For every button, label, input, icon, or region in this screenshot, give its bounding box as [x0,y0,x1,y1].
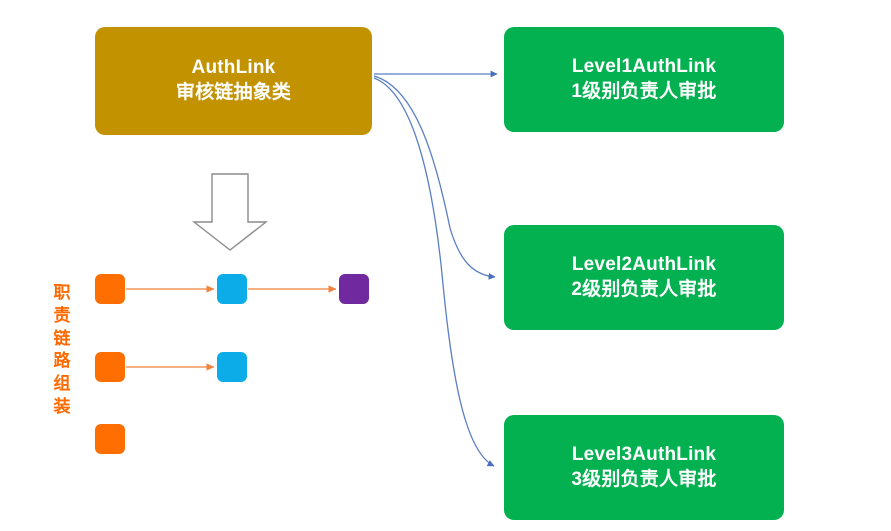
node-level2-title-en: Level2AuthLink [571,253,717,275]
chain-row3-node-orange[interactable] [95,424,125,454]
chain-row2-node-orange[interactable] [95,352,125,382]
node-level3-title-en: Level3AuthLink [571,443,717,465]
chain-row1-node-purple[interactable] [339,274,369,304]
node-level3-title-cn: 3级别负责人审批 [571,468,717,490]
connector-to-level2 [373,75,496,280]
node-authlink-title-cn: 审核链抽象类 [175,82,292,103]
chain-label-char-3: 路 [53,351,71,371]
chain-label-char-1: 责 [53,305,71,325]
chain-row2-node-blue[interactable] [217,352,247,382]
chain-row1-node-blue[interactable] [217,274,247,304]
node-authlink-title-en: AuthLink [191,57,276,79]
chain-label-char-2: 链 [53,328,71,348]
chain-row1-node-orange[interactable] [95,274,125,304]
chain-label-char-5: 装 [53,396,71,416]
node-level2-authlink[interactable]: Level2AuthLink 2级别负责人审批 [504,225,784,330]
down-arrow-outline-icon [191,173,269,251]
node-level2-title-cn: 2级别负责人审批 [571,278,717,300]
node-level1-authlink[interactable]: Level1AuthLink 1级别负责人审批 [504,27,784,132]
node-level3-authlink[interactable]: Level3AuthLink 3级别负责人审批 [504,415,784,520]
connector-to-level3 [373,77,495,467]
chain-label-char-0: 职 [53,283,71,302]
chain-label-char-4: 组 [53,374,71,394]
node-authlink-abstract[interactable]: AuthLink 审核链抽象类 [95,27,372,135]
chain-assembly-vertical-label: 职 责 链 路 组 装 [50,282,74,419]
node-level1-title-en: Level1AuthLink [571,55,717,77]
node-level1-title-cn: 1级别负责人审批 [571,80,717,102]
